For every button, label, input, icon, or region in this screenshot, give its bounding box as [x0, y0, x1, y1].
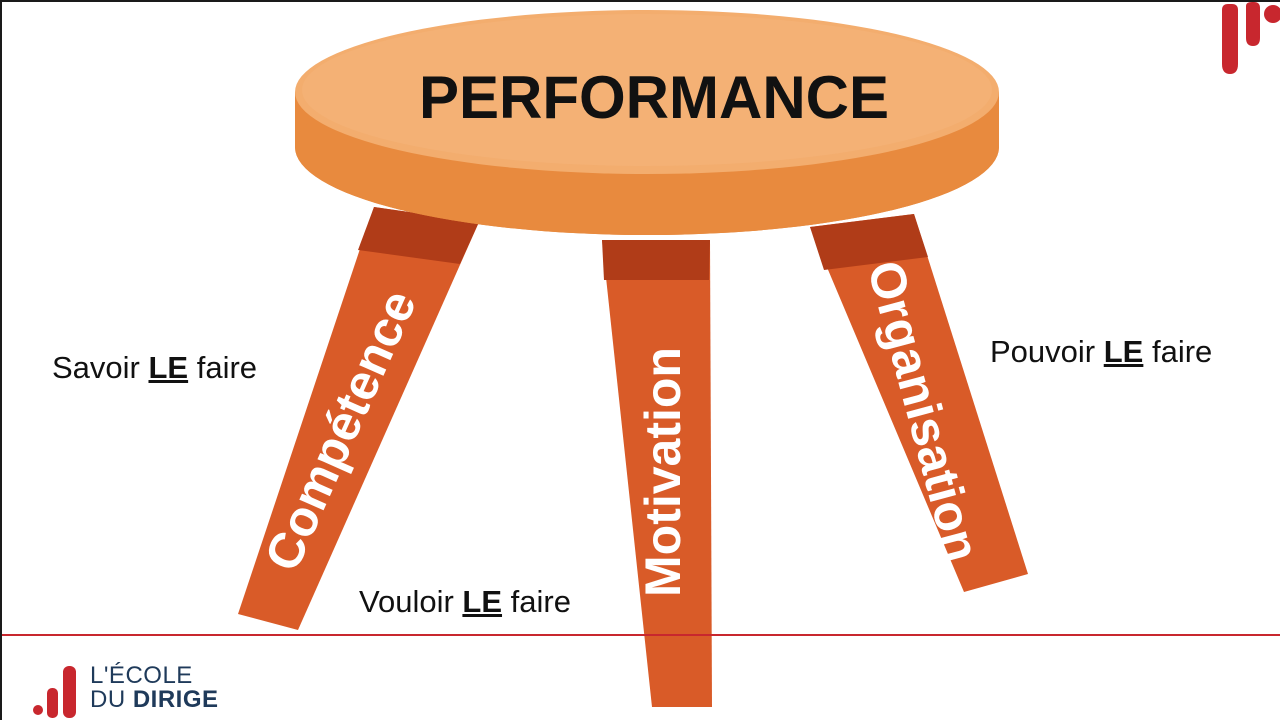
seat [295, 10, 999, 235]
leg-competence [238, 207, 479, 630]
brand-corner-mark [1222, 2, 1280, 74]
diagram-title: PERFORMANCE [419, 64, 889, 131]
leg-motivation [602, 240, 712, 707]
label-savoir: Savoir LE faire [52, 350, 258, 385]
logo-line-2: DU DIRIGE [90, 686, 219, 713]
logo-bars-icon [33, 666, 76, 718]
leg-organisation [810, 214, 1028, 592]
school-logo: L'ÉCOLE DU DIRIGE [32, 660, 252, 720]
label-vouloir: Vouloir LE faire [359, 584, 571, 619]
footer-divider [2, 634, 1280, 636]
label-pouvoir: Pouvoir LE faire [990, 334, 1213, 369]
leg-label-motivation: Motivation [635, 347, 691, 597]
logo-line-1: L'ÉCOLE [90, 662, 193, 689]
